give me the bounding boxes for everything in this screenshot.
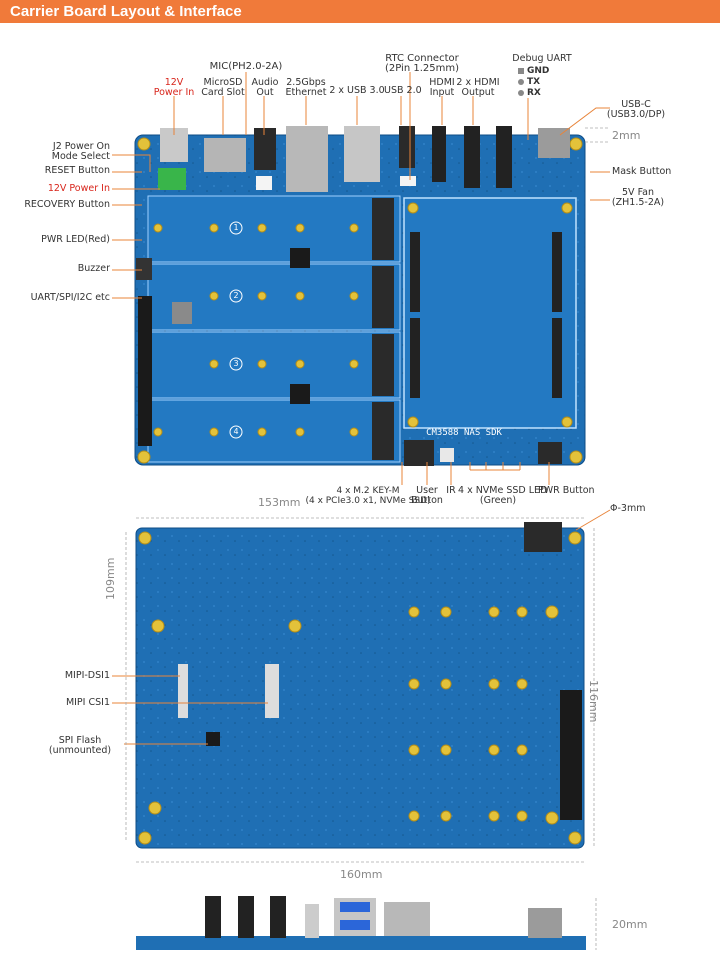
label-mipi-dsi: MIPI-DSI1 <box>64 670 110 681</box>
back-board <box>135 522 585 849</box>
slot-number-3: 3 <box>233 359 239 368</box>
usb20-port <box>399 126 415 168</box>
label-mask-button: Mask Button <box>612 166 672 177</box>
label-hdmi-output: 2 x HDMI Output <box>456 77 500 98</box>
page-title: Carrier Board Layout & Interface <box>10 3 242 20</box>
label-debug-uart: Debug UART <box>512 53 572 64</box>
slot-number-2: 2 <box>233 291 239 300</box>
label-mic: MIC(PH2.0-2A) <box>209 61 283 72</box>
hdmi-out-port-2 <box>496 126 512 188</box>
label-microsd: MicroSD Card Slot <box>201 77 245 98</box>
hdmi-out-port-1 <box>464 126 480 188</box>
label-pwr-led: PWR LED(Red) <box>41 234 110 245</box>
label-pwr-button: PWR Button <box>538 485 595 496</box>
slot-number-1: 1 <box>233 223 239 232</box>
label-reset-button: RESET Button <box>44 165 110 176</box>
label-hdmi-input: HDMI Input <box>429 77 455 98</box>
dim-width-bottom: 160mm <box>340 868 383 881</box>
label-ir: IR <box>446 485 456 496</box>
label-j2-power-on: J2 Power On Mode Select <box>51 141 110 162</box>
ethernet-port <box>286 126 328 192</box>
usb30-port <box>344 126 380 182</box>
power-terminal <box>158 168 186 190</box>
label-hole-diameter: Φ-3mm <box>610 503 646 514</box>
hdmi-in-port <box>432 126 446 182</box>
label-m2-slots: 4 x M.2 KEY-M (4 x PCIe3.0 x1, NVMe SSD) <box>305 486 431 506</box>
m2-slots <box>147 195 401 463</box>
label-user-button: User Button <box>411 485 443 506</box>
usbc-port <box>538 128 570 158</box>
dim-thickness-top: 2mm <box>612 129 641 142</box>
label-usb20: USB 2.0 <box>384 85 422 96</box>
label-buzzer: Buzzer <box>77 263 110 274</box>
label-rx: RX <box>518 88 541 98</box>
dimension-lines-top <box>585 127 610 143</box>
label-audio-out: Audio Out <box>251 77 279 98</box>
tx-dot-icon <box>518 78 524 85</box>
dim-height-side: 20mm <box>612 918 648 931</box>
compute-module-area <box>403 197 577 429</box>
top-board <box>134 126 586 466</box>
label-mipi-csi: MIPI CSI1 <box>65 697 110 708</box>
microsd-slot <box>204 138 246 172</box>
label-tx: TX <box>518 77 540 87</box>
rx-dot-icon <box>518 89 524 96</box>
dim-width-top: 153mm <box>258 496 301 509</box>
label-usb30: 2 x USB 3.0 <box>329 85 385 96</box>
label-power-in-top: 12V Power In <box>153 77 195 98</box>
slot-number-4: 4 <box>233 427 239 436</box>
label-gnd: GND <box>518 66 549 76</box>
label-spi-flash: SPI Flash (unmounted) <box>48 735 112 756</box>
label-ssd-led: 4 x NVMe SSD LED (Green) <box>458 485 548 506</box>
label-uart-spi-i2c: UART/SPI/I2C etc <box>30 292 110 303</box>
board-sdk-text: CM3588 NAS SDK <box>426 428 502 438</box>
leader-lines-back <box>112 509 611 745</box>
leader-lines-top <box>112 72 610 485</box>
label-usbc: USB-C (USB3.0/DP) <box>606 99 666 120</box>
dim-height-right: 116mm <box>587 680 600 723</box>
label-rtc: RTC Connector (2Pin 1.25mm) <box>384 53 460 74</box>
page-header: Carrier Board Layout & Interface <box>0 0 720 23</box>
label-ethernet: 2.5Gbps Ethernet <box>285 77 327 98</box>
gnd-dot-icon <box>518 67 524 74</box>
label-12v-power-in: 12V Power In <box>47 183 110 194</box>
audio-jack <box>254 128 276 170</box>
label-5v-fan: 5V Fan (ZH1.5-2A) <box>611 187 665 208</box>
dimension-lines-back <box>125 517 595 863</box>
dim-height-left: 109mm <box>104 557 117 600</box>
label-recovery-button: RECOVERY Button <box>24 199 110 210</box>
gpio-header <box>138 296 152 446</box>
side-view <box>136 896 586 950</box>
